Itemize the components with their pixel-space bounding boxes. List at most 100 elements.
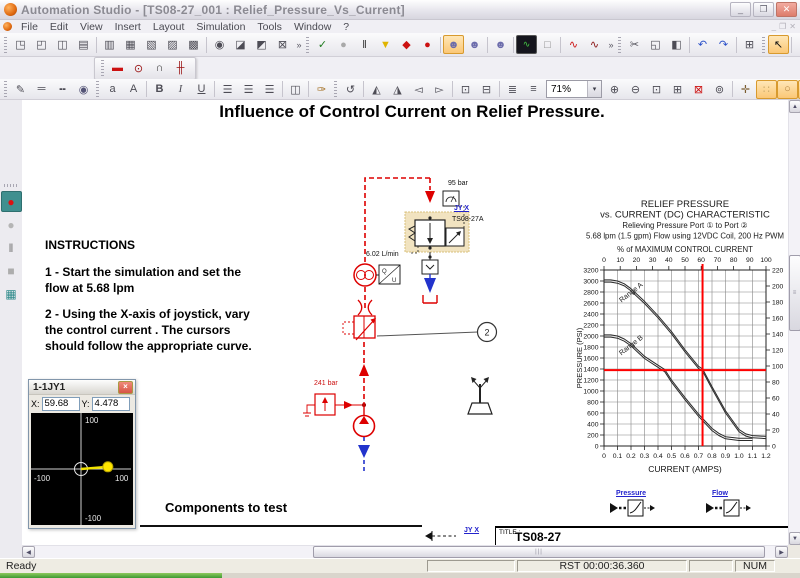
report-icon[interactable]: ▥: [104, 39, 115, 51]
toolbar-grip[interactable]: [96, 81, 99, 97]
zoom-out-icon[interactable]: ⊖: [630, 83, 641, 96]
vertical-scroll-thumb[interactable]: ≡: [789, 255, 800, 331]
toolbar-grip[interactable]: [4, 81, 7, 97]
manifold-icon[interactable]: ╫: [176, 62, 185, 74]
menu-tools[interactable]: Tools: [257, 20, 282, 33]
toolbar-grip[interactable]: [618, 36, 621, 53]
horizontal-scroll-thumb[interactable]: |||: [313, 546, 765, 558]
toolbar-overflow-chevron[interactable]: »: [608, 39, 613, 50]
grow-text-icon[interactable]: A: [129, 83, 138, 95]
eraser-icon[interactable]: ◪: [235, 39, 246, 51]
menu-edit[interactable]: Edit: [49, 20, 69, 33]
differential-gauge-icon[interactable]: ∩: [155, 62, 164, 74]
paste-icon[interactable]: ◧: [671, 39, 682, 51]
format-painter-icon[interactable]: ✑: [316, 83, 327, 96]
toolbar-grip[interactable]: [762, 36, 765, 53]
shrink-text-icon[interactable]: a: [109, 83, 116, 95]
scroll-down-icon[interactable]: ▼: [789, 532, 800, 545]
pressure-gauge[interactable]: [442, 190, 460, 207]
layer-visibility-icon[interactable]: ◉: [78, 83, 89, 96]
align-objects-icon[interactable]: ≣: [507, 83, 518, 96]
zoom-combo[interactable]: 71% ▾: [546, 80, 602, 98]
shared-project-icon[interactable]: ☻: [494, 38, 507, 51]
print-icon[interactable]: ▤: [78, 39, 89, 51]
align-center-icon[interactable]: ☰: [243, 83, 254, 96]
joystick-panel-titlebar[interactable]: 1-1JY1 ×: [29, 380, 135, 395]
minimize-button[interactable]: _: [730, 2, 751, 17]
zoom-dynamic-icon[interactable]: ⊚: [714, 83, 725, 96]
pressure-gauge-icon[interactable]: ▬: [112, 62, 123, 74]
align-right-icon[interactable]: ☰: [264, 83, 275, 96]
test-component-symbol[interactable]: [424, 530, 460, 542]
hydraulic-schematic[interactable]: Q U 2: [278, 162, 528, 472]
menu-view[interactable]: View: [80, 20, 103, 33]
pressure-sensor[interactable]: [421, 259, 439, 275]
bold-icon[interactable]: B: [155, 83, 164, 95]
rotate-icon[interactable]: ↺: [345, 83, 356, 96]
line-tool-icon[interactable]: ╱: [794, 35, 800, 54]
document-properties-icon[interactable]: ▨: [167, 39, 178, 51]
zoom-combo-value[interactable]: 71%: [551, 83, 572, 95]
menu-layout[interactable]: Layout: [152, 20, 185, 33]
menu-file[interactable]: File: [21, 20, 38, 33]
distribute-objects-icon[interactable]: ≡: [530, 83, 537, 95]
scroll-right-icon[interactable]: ▶: [775, 546, 788, 558]
page-setup-icon[interactable]: ▩: [188, 39, 199, 51]
menu-[interactable]: ?: [343, 20, 350, 33]
pan-icon[interactable]: ✛: [740, 83, 751, 96]
line-style-icon[interactable]: ╍: [59, 83, 66, 96]
plot-manager-button[interactable]: ▦: [5, 286, 17, 301]
menu-insert[interactable]: Insert: [114, 20, 141, 33]
flow-animation-icon[interactable]: ↯: [798, 79, 800, 99]
stop-button[interactable]: ■: [7, 263, 15, 278]
bom-report-icon[interactable]: ▦: [125, 39, 136, 51]
zoom-combo-dropdown-icon[interactable]: ▾: [587, 81, 601, 97]
normal-simulation-icon[interactable]: ✓: [317, 39, 328, 51]
valve-joystick-link[interactable]: JY X: [454, 205, 470, 212]
start-simulation-button[interactable]: ●: [0, 191, 22, 212]
variable-manager-icon[interactable]: ▧: [146, 39, 157, 51]
step-by-step-icon[interactable]: ▼: [380, 38, 391, 51]
joystick-stick-handle[interactable]: [102, 461, 114, 473]
pause-simulation-icon[interactable]: ‖: [362, 38, 367, 51]
workshop-icon[interactable]: ☻: [443, 35, 464, 54]
cut-icon[interactable]: ✂: [629, 39, 640, 51]
flip-horizontal-icon[interactable]: ◅: [414, 83, 423, 96]
joystick-symbol[interactable]: [467, 402, 493, 415]
line-weight-icon[interactable]: ═: [37, 83, 46, 95]
restore-button[interactable]: ❐: [753, 2, 774, 17]
pen-style-icon[interactable]: ✎: [15, 83, 26, 96]
rotate-right-icon[interactable]: ◮: [393, 83, 402, 96]
plotter-icon[interactable]: ∿: [516, 35, 537, 54]
zoom-in-icon[interactable]: ⊕: [609, 83, 620, 96]
mdi-close-icon[interactable]: ✕: [789, 22, 796, 31]
mdi-minimize-icon[interactable]: _: [771, 22, 777, 31]
pressure-transducer-link[interactable]: Pressure: [616, 490, 646, 497]
clean-document-icon[interactable]: ◩: [256, 39, 267, 51]
ungroup-icon[interactable]: ⊟: [481, 83, 492, 96]
toolbar-grip[interactable]: [101, 60, 104, 76]
mdi-restore-icon[interactable]: ❐: [779, 22, 787, 31]
select-arrow-icon[interactable]: ↖: [768, 35, 789, 54]
flow-transducer-symbol[interactable]: [704, 498, 752, 518]
toolbar-overflow-chevron[interactable]: »: [296, 39, 301, 50]
toolbar-grip[interactable]: [334, 81, 337, 97]
new-document-icon[interactable]: ◳: [15, 39, 26, 51]
scroll-left-icon[interactable]: ◀: [22, 546, 35, 558]
pump[interactable]: [352, 414, 376, 438]
stop-simulation-icon[interactable]: ●: [424, 38, 431, 51]
test-component-link[interactable]: JY X: [464, 527, 480, 534]
toolbar-grip[interactable]: [306, 36, 309, 53]
toolbar-grip[interactable]: [4, 36, 7, 53]
horizontal-scrollbar[interactable]: ◀ ||| ▶: [22, 545, 788, 558]
joystick-x-field[interactable]: 59.68: [41, 397, 80, 411]
group-icon[interactable]: ⊡: [460, 83, 471, 96]
zoom-window-icon[interactable]: ⊡: [651, 83, 662, 96]
oscilloscope-icon[interactable]: ∿: [568, 39, 579, 51]
slow-motion-icon[interactable]: ●: [340, 38, 347, 51]
new-plot-icon[interactable]: □: [544, 38, 551, 51]
joystick-close-icon[interactable]: ×: [118, 380, 133, 394]
open-document-icon[interactable]: ◰: [36, 39, 47, 51]
simulation-idle-icon[interactable]: ●: [7, 217, 15, 232]
